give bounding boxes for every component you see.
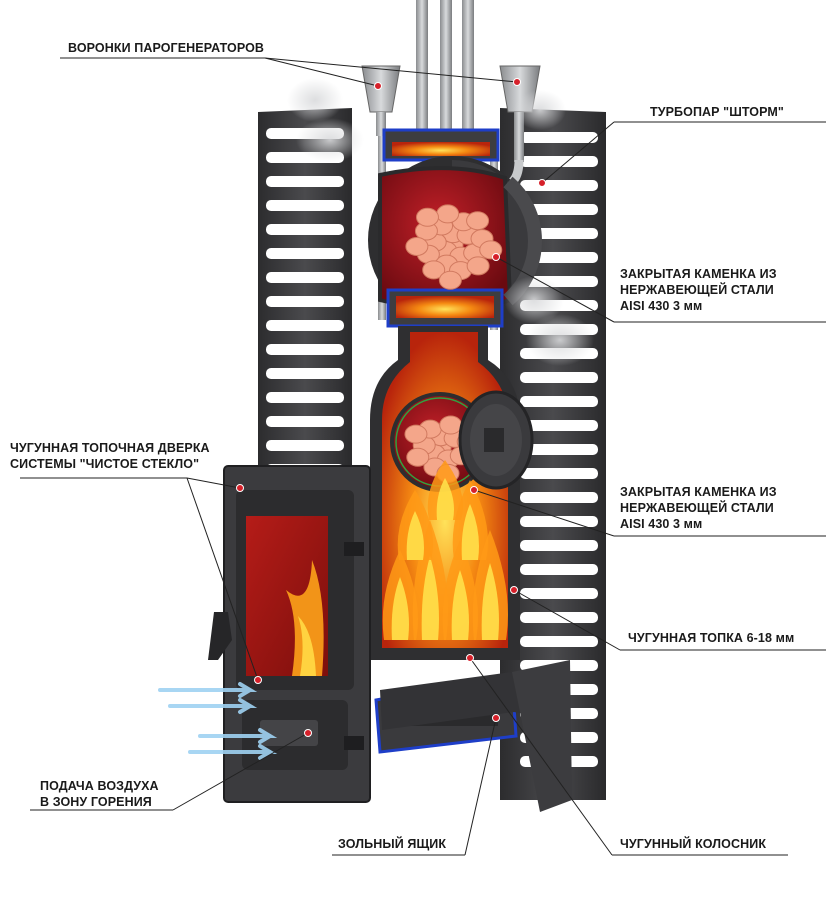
shield-slot bbox=[520, 180, 598, 191]
shield-slot bbox=[520, 612, 598, 623]
firebox-door bbox=[208, 465, 371, 803]
shield-slot bbox=[266, 392, 344, 403]
shield-slot bbox=[266, 368, 344, 379]
shield-slot bbox=[520, 564, 598, 575]
label-turbo: ТУРБОПАР "ШТОРМ" bbox=[650, 104, 784, 120]
label-door-line2: СИСТЕМЫ "ЧИСТОЕ СТЕКЛО" bbox=[10, 457, 200, 471]
flame-core bbox=[421, 556, 439, 640]
stones-lower bbox=[404, 415, 480, 483]
stone bbox=[406, 447, 430, 467]
shield-slot bbox=[266, 344, 344, 355]
label-heater-top: ЗАКРЫТАЯ КАМЕНКА ИЗ НЕРЖАВЕЮЩЕЙ СТАЛИ AI… bbox=[620, 266, 777, 314]
stone bbox=[438, 270, 462, 290]
stone bbox=[422, 260, 446, 280]
flames bbox=[382, 460, 508, 640]
label-air: ПОДАЧА ВОЗДУХА В ЗОНУ ГОРЕНИЯ bbox=[40, 778, 159, 810]
shield-slot bbox=[266, 224, 344, 235]
label-ashbox-text: ЗОЛЬНЫЙ ЯЩИК bbox=[338, 837, 447, 851]
flame-core bbox=[406, 511, 424, 560]
shield-slot bbox=[520, 156, 598, 167]
label-door: ЧУГУННАЯ ТОПОЧНАЯ ДВЕРКА СИСТЕМЫ "ЧИСТОЕ… bbox=[10, 440, 210, 472]
label-firebox: ЧУГУННАЯ ТОПКА 6-18 мм bbox=[628, 630, 794, 646]
shield-slot bbox=[520, 588, 598, 599]
shield-slot bbox=[266, 248, 344, 259]
air-arrow bbox=[168, 698, 258, 714]
shield-slot bbox=[266, 320, 344, 331]
label-air-line1: ПОДАЧА ВОЗДУХА bbox=[40, 779, 159, 793]
label-heater-top-line1: ЗАКРЫТАЯ КАМЕНКА ИЗ bbox=[620, 267, 777, 281]
air-arrow bbox=[198, 728, 278, 744]
label-air-line2: В ЗОНУ ГОРЕНИЯ bbox=[40, 795, 152, 809]
shield-slot bbox=[520, 132, 598, 143]
stone bbox=[436, 204, 460, 224]
stone bbox=[404, 424, 428, 444]
stone bbox=[466, 211, 490, 231]
label-funnels: ВОРОНКИ ПАРОГЕНЕРАТОРОВ bbox=[68, 40, 264, 56]
funnel-left bbox=[361, 65, 401, 136]
label-grate: ЧУГУННЫЙ КОЛОСНИК bbox=[620, 836, 766, 852]
air-arrow bbox=[158, 682, 258, 698]
shield-slot bbox=[520, 204, 598, 215]
flame-core bbox=[391, 577, 409, 640]
shield-slot bbox=[266, 272, 344, 283]
leader-lines bbox=[20, 57, 826, 856]
shield-slot bbox=[520, 396, 598, 407]
stone bbox=[405, 236, 429, 256]
shield-slot bbox=[266, 296, 344, 307]
marker-dots bbox=[236, 78, 546, 737]
label-heater-mid: ЗАКРЫТАЯ КАМЕНКА ИЗ НЕРЖАВЕЮЩЕЙ СТАЛИ AI… bbox=[620, 484, 777, 532]
shield-slot bbox=[266, 416, 344, 427]
shield-slot bbox=[520, 468, 598, 479]
air-arrow bbox=[188, 744, 278, 760]
shield-slot bbox=[520, 372, 598, 383]
shield-slot bbox=[520, 420, 598, 431]
label-heater-mid-line1: ЗАКРЫТАЯ КАМЕНКА ИЗ bbox=[620, 485, 777, 499]
stone bbox=[415, 207, 439, 227]
stone bbox=[466, 256, 490, 276]
steam bbox=[287, 78, 594, 366]
heater-hatch bbox=[458, 390, 534, 490]
label-funnels-text: ВОРОНКИ ПАРОГЕНЕРАТОРОВ bbox=[68, 41, 265, 55]
shield-slot bbox=[266, 176, 344, 187]
label-heater-mid-line3: AISI 430 3 мм bbox=[620, 517, 703, 531]
flame-core bbox=[481, 563, 499, 640]
label-heater-top-line2: НЕРЖАВЕЮЩЕЙ СТАЛИ bbox=[620, 283, 774, 297]
label-heater-mid-line2: НЕРЖАВЕЮЩЕЙ СТАЛИ bbox=[620, 501, 774, 515]
grate bbox=[380, 660, 572, 812]
stones-upper bbox=[405, 204, 503, 290]
flame-core bbox=[451, 570, 469, 640]
flame-core bbox=[436, 478, 454, 520]
label-heater-top-line3: AISI 430 3 мм bbox=[620, 299, 703, 313]
flame-core bbox=[461, 504, 479, 560]
shield-slot bbox=[266, 440, 344, 451]
shield-slot bbox=[520, 492, 598, 503]
label-ashbox: ЗОЛЬНЫЙ ЯЩИК bbox=[338, 836, 446, 852]
label-turbo-text: ТУРБОПАР "ШТОРМ" bbox=[650, 105, 784, 119]
shield-slot bbox=[520, 444, 598, 455]
label-grate-text: ЧУГУННЫЙ КОЛОСНИК bbox=[620, 837, 767, 851]
label-door-line1: ЧУГУННАЯ ТОПОЧНАЯ ДВЕРКА bbox=[10, 441, 210, 455]
shield-slot bbox=[520, 540, 598, 551]
shield-slot bbox=[520, 636, 598, 647]
shield-slot bbox=[266, 200, 344, 211]
label-firebox-text: ЧУГУННАЯ ТОПКА 6-18 мм bbox=[628, 631, 795, 645]
stone bbox=[439, 415, 463, 435]
air-flow-arrows bbox=[158, 682, 278, 760]
